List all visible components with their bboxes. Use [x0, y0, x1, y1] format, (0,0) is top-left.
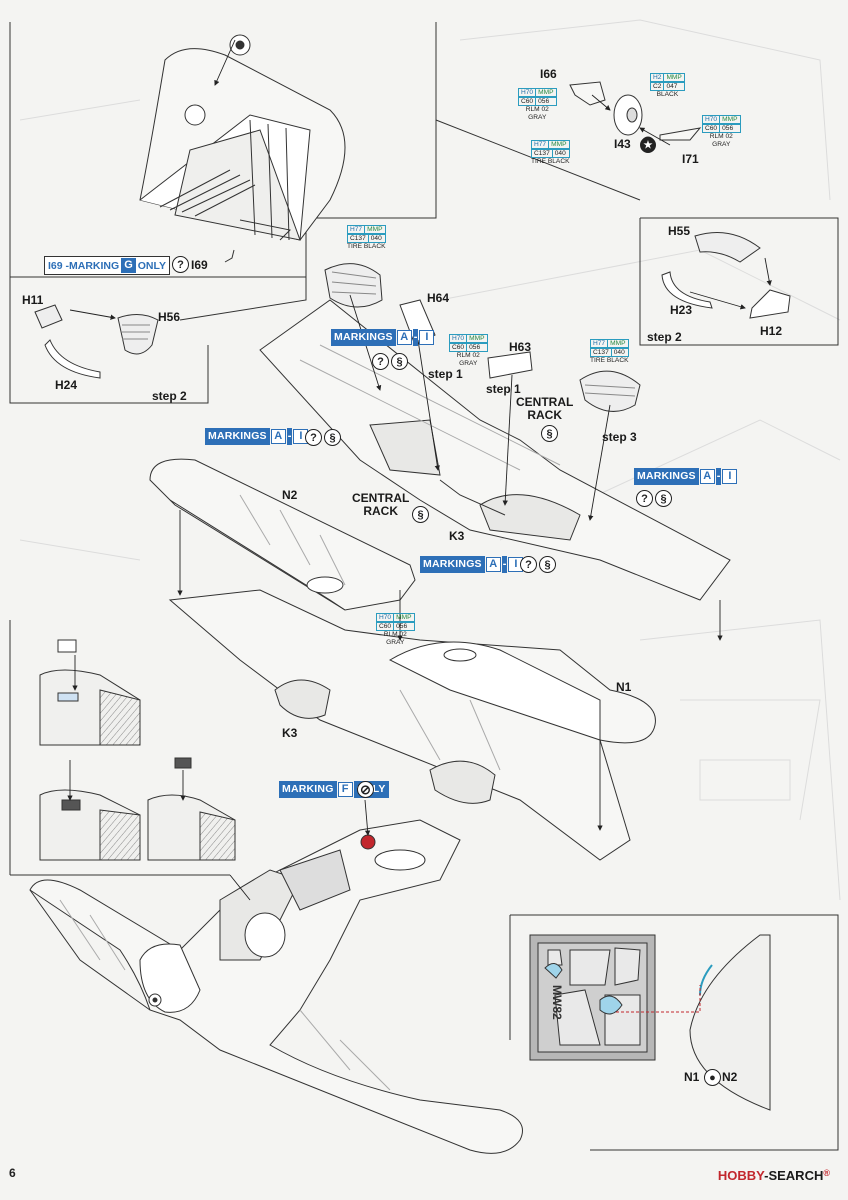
- part-label-h12: H12: [760, 324, 783, 338]
- optional-part-icon: §: [655, 490, 672, 507]
- page-number: 6: [9, 1166, 16, 1180]
- part-label-i69-ref: I69: [191, 258, 208, 272]
- watermark-logo: HOBBY-SEARCH®: [717, 1168, 830, 1183]
- glue-star-icon: ★: [640, 137, 656, 153]
- marking-i69-callout: I69 - MARKING G ONLY: [44, 256, 170, 275]
- wingtip-detail-drawing: [616, 934, 771, 1111]
- photoetch-fret-drawing: [529, 934, 656, 1061]
- part-label-i71: I71: [682, 152, 699, 166]
- part-label-h24: H24: [55, 378, 78, 392]
- question-icon: ?: [172, 256, 189, 273]
- part-label-h56: H56: [158, 310, 181, 324]
- tail-assembly-drawing: [139, 34, 346, 263]
- step-label-step1-b: step 1: [486, 382, 521, 396]
- assembly-arrows: [67, 39, 772, 901]
- question-icon: ?: [520, 556, 537, 573]
- part-label-n2-bottom: N2: [722, 1070, 738, 1084]
- question-icon: ?: [636, 490, 653, 507]
- wheel-well-inserts-drawing: [324, 263, 641, 412]
- part-label-h11: H11: [22, 293, 44, 307]
- part-label-i66: I66: [540, 67, 557, 81]
- step-label-step1-a: step 1: [428, 367, 463, 381]
- step-label-left-step2: step 2: [152, 389, 187, 403]
- remove-icon: ⊘: [357, 781, 374, 798]
- step-label-step3: step 3: [602, 430, 637, 444]
- wing-assembly-lower-drawing: [168, 589, 656, 861]
- part-label-k3-upper: K3: [449, 529, 465, 543]
- optional-part-icon: §: [391, 353, 408, 370]
- fairing-h56-drawing: [34, 304, 159, 379]
- optional-part-icon: §: [412, 506, 429, 523]
- wing-n2-drawing: [149, 458, 416, 611]
- step-label-right-step2: step 2: [647, 330, 682, 344]
- part-label-h55: H55: [668, 224, 691, 238]
- question-icon: ?: [305, 429, 322, 446]
- part-label-n1-bottom: N1: [684, 1070, 700, 1084]
- cockpit-detail-views: [39, 639, 236, 861]
- fairing-h55-drawing: [661, 231, 791, 319]
- photoetch-fret-label: MW82: [550, 985, 564, 1020]
- glue-dot-icon: ●: [704, 1069, 721, 1086]
- part-label-i43: I43: [614, 137, 631, 151]
- optional-part-icon: §: [541, 425, 558, 442]
- optional-part-icon: §: [324, 429, 341, 446]
- optional-part-icon: §: [539, 556, 556, 573]
- wing-lower-half-upper-drawing: [259, 299, 731, 601]
- part-label-n1: N1: [616, 680, 632, 694]
- part-label-k3-lower: K3: [282, 726, 298, 740]
- part-label-h23: H23: [670, 303, 693, 317]
- tail-wheel-drawing: [569, 81, 702, 150]
- part-label-h64: H64: [427, 291, 450, 305]
- panel-frames: [9, 22, 839, 1151]
- question-icon: ?: [372, 353, 389, 370]
- part-label-n2: N2: [282, 488, 298, 502]
- fuselage-assembly-drawing: [29, 819, 523, 1154]
- part-label-h63: H63: [509, 340, 532, 354]
